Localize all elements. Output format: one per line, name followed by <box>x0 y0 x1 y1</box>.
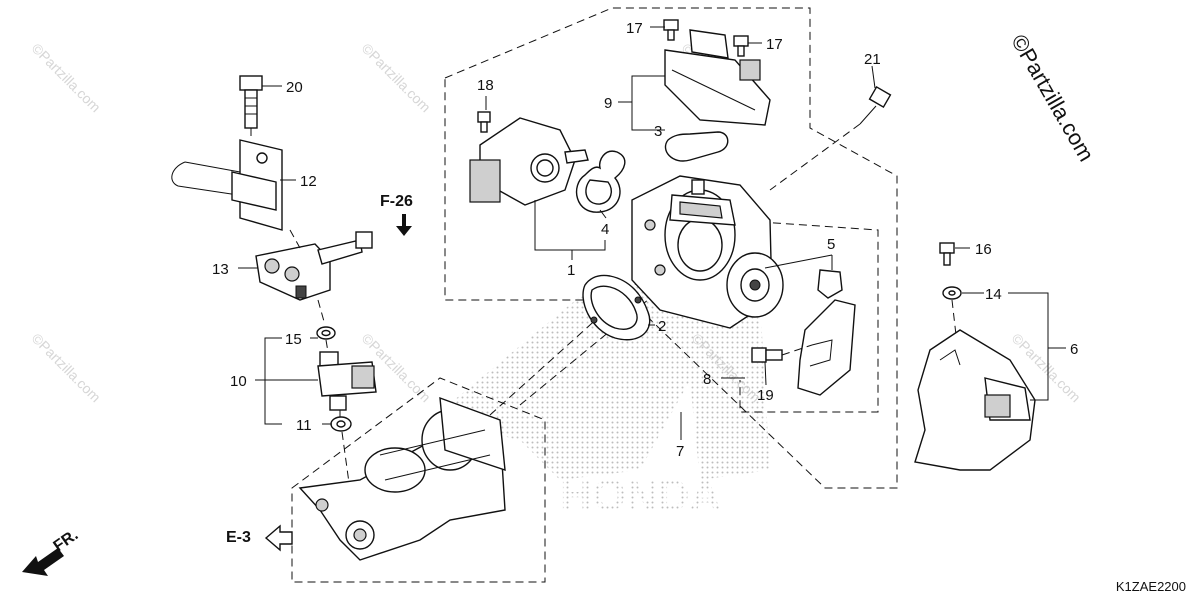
callout-5: 5 <box>827 236 835 253</box>
svg-text:F-26: F-26 <box>380 193 413 210</box>
callout-14: 14 <box>985 286 1002 303</box>
callout-21: 21 <box>864 51 881 68</box>
callout-15: 15 <box>285 331 302 348</box>
gasket-3 <box>664 131 729 162</box>
arrow-down-right-icon <box>396 214 412 236</box>
intake-manifold <box>298 396 506 561</box>
callout-9: 9 <box>604 95 612 112</box>
callout-4: 4 <box>601 221 609 238</box>
sensor-unit-9 <box>664 29 771 126</box>
bolt-19 <box>751 347 783 363</box>
front-direction-indicator: FR. <box>22 527 81 576</box>
bracket-assembly-boundary <box>739 221 879 413</box>
bolt-21 <box>859 85 892 125</box>
callout-13: 13 <box>212 261 229 278</box>
bolt-20 <box>239 75 263 129</box>
svg-text:E-3: E-3 <box>226 529 251 546</box>
arrow-front-icon <box>22 548 64 576</box>
callout-18: 18 <box>477 77 494 94</box>
cover-6 <box>914 329 1036 471</box>
callout-17-left: 17 <box>626 20 643 37</box>
callout-2: 2 <box>658 318 666 335</box>
honda-logo-text: HONDA <box>560 471 721 520</box>
callout-1: 1 <box>567 262 575 279</box>
callout-20: 20 <box>286 79 303 96</box>
callout-17-right: 17 <box>766 36 783 53</box>
reference-f26: F-26 <box>380 193 413 236</box>
callout-8: 8 <box>703 371 711 388</box>
callout-3: 3 <box>654 123 662 140</box>
callout-16: 16 <box>975 241 992 258</box>
screw-16 <box>939 242 955 266</box>
callout-11: 11 <box>296 417 312 434</box>
honda-wing-logo: HONDA <box>430 280 770 520</box>
callout-7: 7 <box>676 443 684 460</box>
injector-10 <box>317 351 377 411</box>
fuel-joint-13 <box>255 231 373 301</box>
sensor-1 <box>469 117 589 206</box>
throttle-body-assembly-boundary <box>444 7 898 489</box>
screw-17-left <box>663 19 679 41</box>
bracket-8 <box>797 299 856 396</box>
reference-e3: E-3 <box>226 524 293 552</box>
o-ring-4 <box>575 150 626 213</box>
screw-17-right <box>733 35 749 57</box>
intake-assembly-boundary <box>291 377 546 583</box>
arrow-left-outline-icon <box>264 524 293 552</box>
diagram-code: K1ZAE2200 <box>1115 579 1186 594</box>
screw-18 <box>477 111 491 133</box>
callout-19: 19 <box>757 387 774 404</box>
gasket-2 <box>582 274 651 341</box>
clip-5 <box>817 269 843 299</box>
bracket-12 <box>171 139 283 231</box>
callout-12: 12 <box>300 173 317 190</box>
callout-10: 10 <box>230 373 247 390</box>
callout-6: 6 <box>1070 341 1078 358</box>
throttle-body <box>631 175 784 329</box>
